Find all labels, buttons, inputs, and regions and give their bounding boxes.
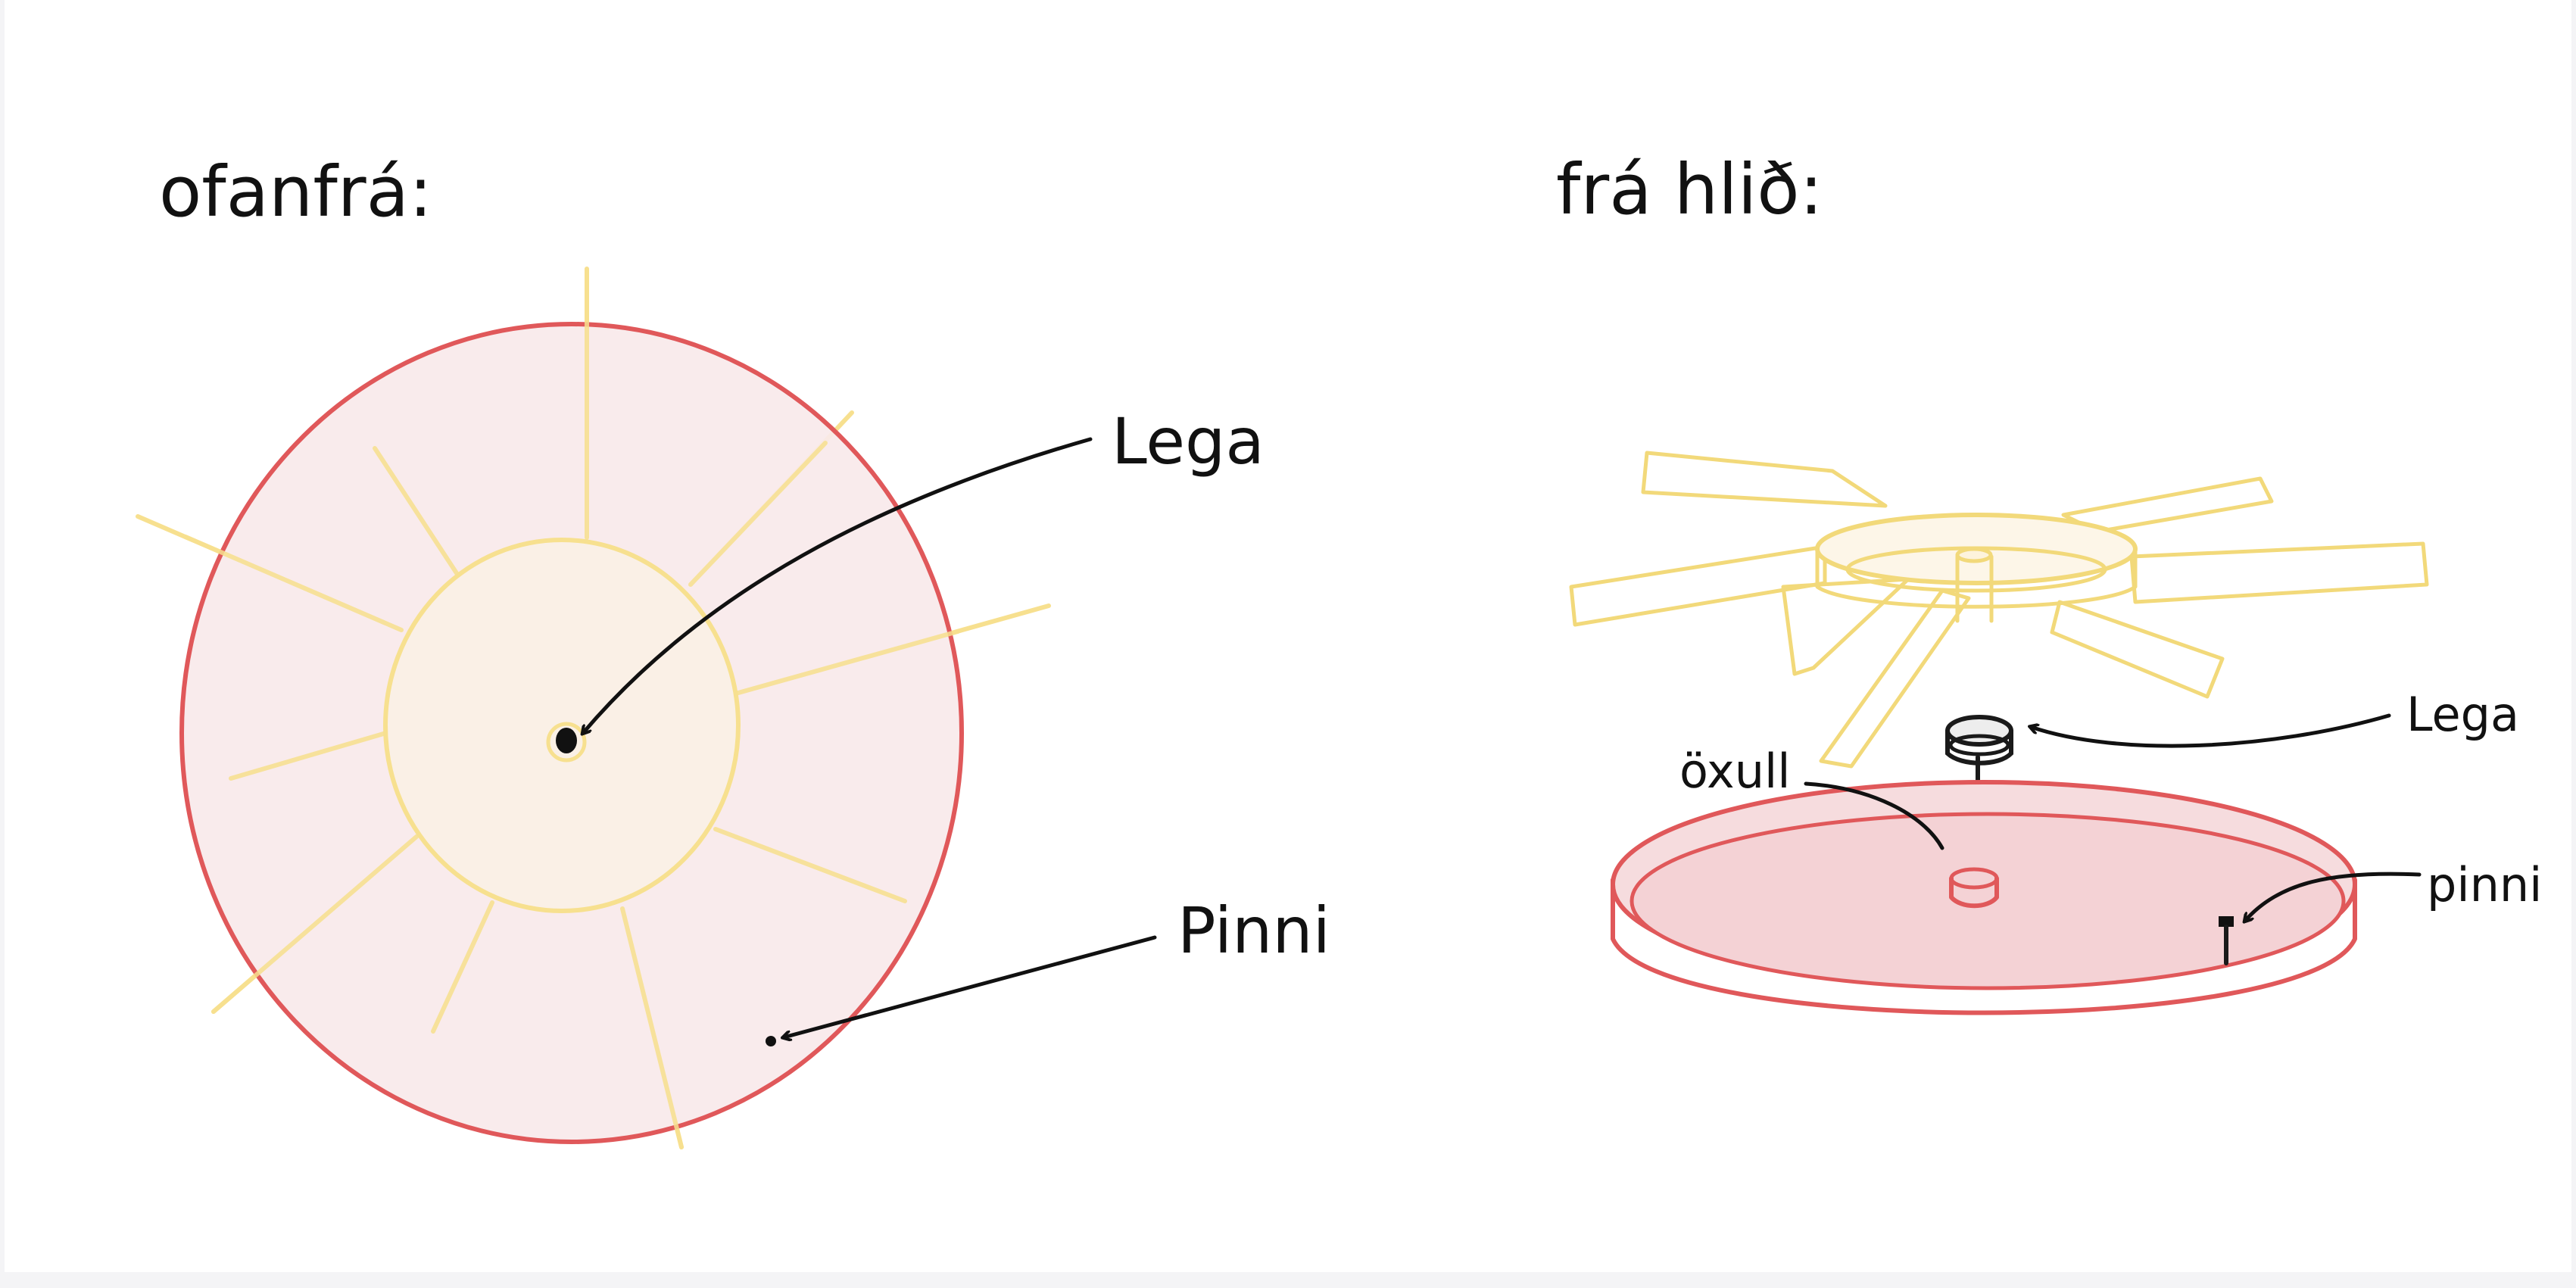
top-view-title: ofanfrá:	[159, 151, 432, 232]
pinni-label-side: pinni	[2427, 857, 2542, 912]
side-view: frá hlið:	[1556, 149, 2542, 1015]
lega-leader-side	[2031, 713, 2391, 748]
rotor-side	[1569, 451, 2429, 769]
top-view: ofanfrá:	[136, 151, 1330, 1149]
bearing-ring-top	[546, 722, 587, 763]
lega-label-side: Lega	[2406, 687, 2519, 742]
pin-side	[2219, 916, 2234, 965]
pinni-label-top: Pinni	[1177, 893, 1330, 968]
oxull-leader-side	[1804, 781, 1944, 850]
bearing-top	[556, 728, 577, 753]
lega-leader-top	[583, 437, 1093, 733]
side-view-title: frá hlið:	[1556, 149, 1823, 230]
pinni-leader-top	[784, 935, 1157, 1037]
oxull-label-side: öxull	[1679, 744, 1790, 799]
base-disc-side	[1611, 780, 2357, 1015]
lega-label-top: Lega	[1112, 404, 1265, 479]
pin-top	[766, 1036, 776, 1046]
pinni-leader-side	[2245, 872, 2422, 921]
